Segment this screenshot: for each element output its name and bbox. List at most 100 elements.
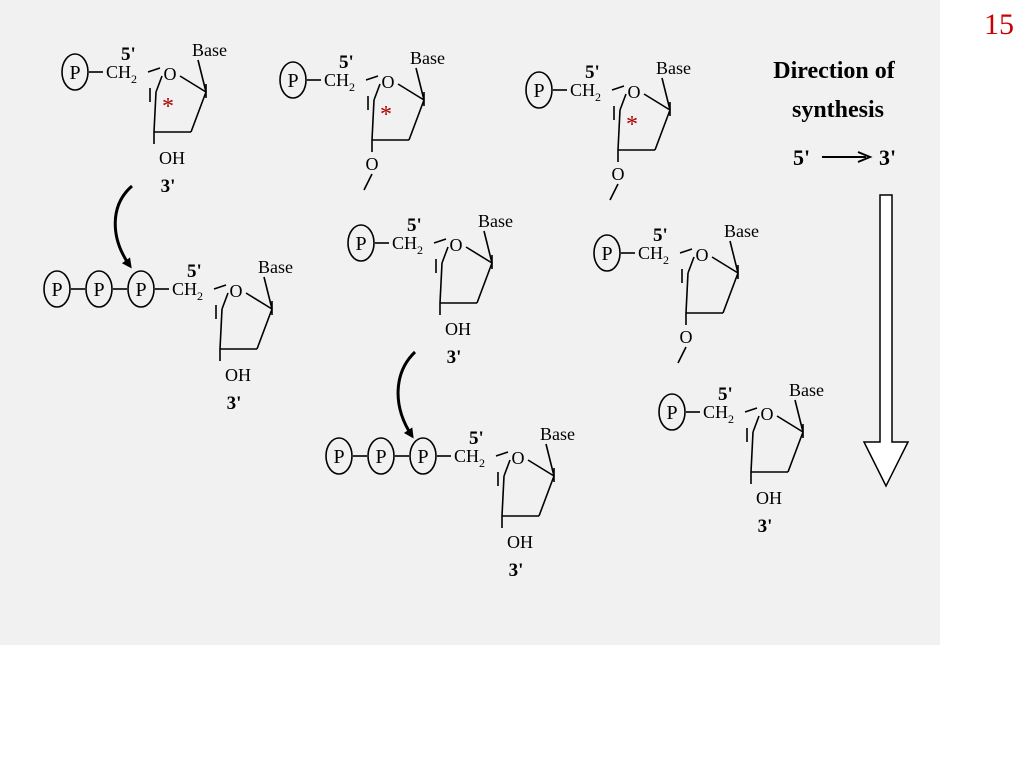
- phosphate-label: P: [69, 62, 80, 84]
- bond-line: [503, 459, 511, 477]
- phosphate-group: P: [367, 437, 395, 475]
- bond-line: [219, 308, 223, 350]
- hydroxyl-label: OH: [507, 532, 533, 552]
- phosphate-label: P: [135, 279, 146, 301]
- five-prime-label: 5': [121, 44, 136, 65]
- direction-block: Direction of synthesis 5' 3': [773, 58, 910, 488]
- three-prime-label: 3': [758, 516, 773, 537]
- bond-line: [711, 256, 739, 274]
- bond-line: [545, 443, 555, 477]
- phosphate-circle: [367, 437, 395, 475]
- phosphate-group: P: [279, 61, 307, 99]
- hollow-down-arrow-icon: [862, 194, 910, 488]
- phosphate-label: P: [287, 70, 298, 92]
- ring-oxygen-label: O: [450, 235, 463, 255]
- phosphate-label: P: [417, 446, 428, 468]
- base-label: Base: [789, 380, 824, 400]
- phosphate-group: P: [658, 393, 686, 431]
- phosphate-circle: [325, 437, 353, 475]
- ch2-label: CH: [106, 62, 131, 82]
- phosphate-circle: [409, 437, 437, 475]
- ch2-label: CH: [172, 279, 197, 299]
- ch2-label: CH: [454, 446, 479, 466]
- ch2-subscript: 2: [728, 412, 734, 426]
- bond-line: [661, 77, 671, 111]
- five-prime-label: 5': [585, 62, 600, 83]
- three-prime-label: 3': [227, 393, 242, 414]
- ring-oxygen-label: O: [761, 404, 774, 424]
- phosphate-label: P: [355, 233, 366, 255]
- ring-oxygen-label: O: [382, 72, 395, 92]
- phosphate-circle: [279, 61, 307, 99]
- bond-line: [794, 399, 804, 433]
- bond-line: [787, 431, 804, 473]
- bond-line: [441, 246, 449, 264]
- five-prime-label: 5': [653, 225, 668, 246]
- bond-line: [677, 346, 687, 364]
- direction-arrow-head: [857, 151, 873, 163]
- star-mark: *: [380, 102, 392, 128]
- ch2-label: CH: [570, 80, 595, 100]
- bond-line: [776, 415, 804, 433]
- phosphate-group: P: [593, 234, 621, 272]
- bond-line: [611, 85, 625, 91]
- bond-line: [179, 75, 207, 93]
- base-label: Base: [540, 424, 575, 444]
- phosphate-group: P: [127, 270, 155, 308]
- ch2-subscript: 2: [349, 80, 355, 94]
- linkage-oxygen-label: O: [612, 164, 625, 184]
- base-label: Base: [724, 221, 759, 241]
- phosphate-label: P: [333, 446, 344, 468]
- bond-line: [371, 99, 375, 141]
- bond-line: [619, 93, 627, 111]
- hydroxyl-label: OH: [756, 488, 782, 508]
- bond-line: [190, 91, 207, 133]
- ch2-label: CH: [324, 70, 349, 90]
- phosphate-group: P: [325, 437, 353, 475]
- ring-oxygen-label: O: [164, 64, 177, 84]
- linkage-oxygen-label: O: [680, 327, 693, 347]
- ch2-label: CH: [703, 402, 728, 422]
- base-label: Base: [410, 48, 445, 68]
- bond-line: [147, 67, 161, 73]
- star-mark: *: [162, 94, 174, 120]
- phosphate-circle: [43, 270, 71, 308]
- bond-line: [256, 308, 273, 350]
- bond-line: [722, 272, 739, 314]
- ch2-label: CH: [638, 243, 663, 263]
- bond-line: [744, 407, 758, 413]
- bond-line: [213, 284, 227, 290]
- direction-title-line2: synthesis: [792, 97, 884, 123]
- nucleophilic-attack-arrow-1: [113, 184, 134, 269]
- ring-oxygen-label: O: [512, 448, 525, 468]
- bond-line: [408, 99, 425, 141]
- bond-line: [155, 75, 163, 93]
- bond-line: [687, 256, 695, 274]
- phosphate-circle: [525, 71, 553, 109]
- bond-line: [752, 415, 760, 433]
- nucleophilic-attack-arrow-2: [396, 350, 417, 439]
- bond-line: [685, 272, 689, 314]
- phosphate-circle: [593, 234, 621, 272]
- base-label: Base: [258, 257, 293, 277]
- hydroxyl-label: OH: [225, 365, 251, 385]
- bond-line: [750, 431, 754, 473]
- bond-line: [365, 75, 379, 81]
- ch2-subscript: 2: [197, 289, 203, 303]
- bond-line: [415, 67, 425, 101]
- three-prime-label: 3': [447, 347, 462, 368]
- phosphate-label: P: [375, 446, 386, 468]
- three-prime-label: 3': [161, 176, 176, 197]
- five-prime-label: 5': [718, 384, 733, 405]
- five-prime-label: 5': [187, 261, 202, 282]
- page-number: 15: [984, 8, 1014, 41]
- bond-line: [439, 262, 443, 304]
- ch2-subscript: 2: [417, 243, 423, 257]
- bond-line: [527, 459, 555, 477]
